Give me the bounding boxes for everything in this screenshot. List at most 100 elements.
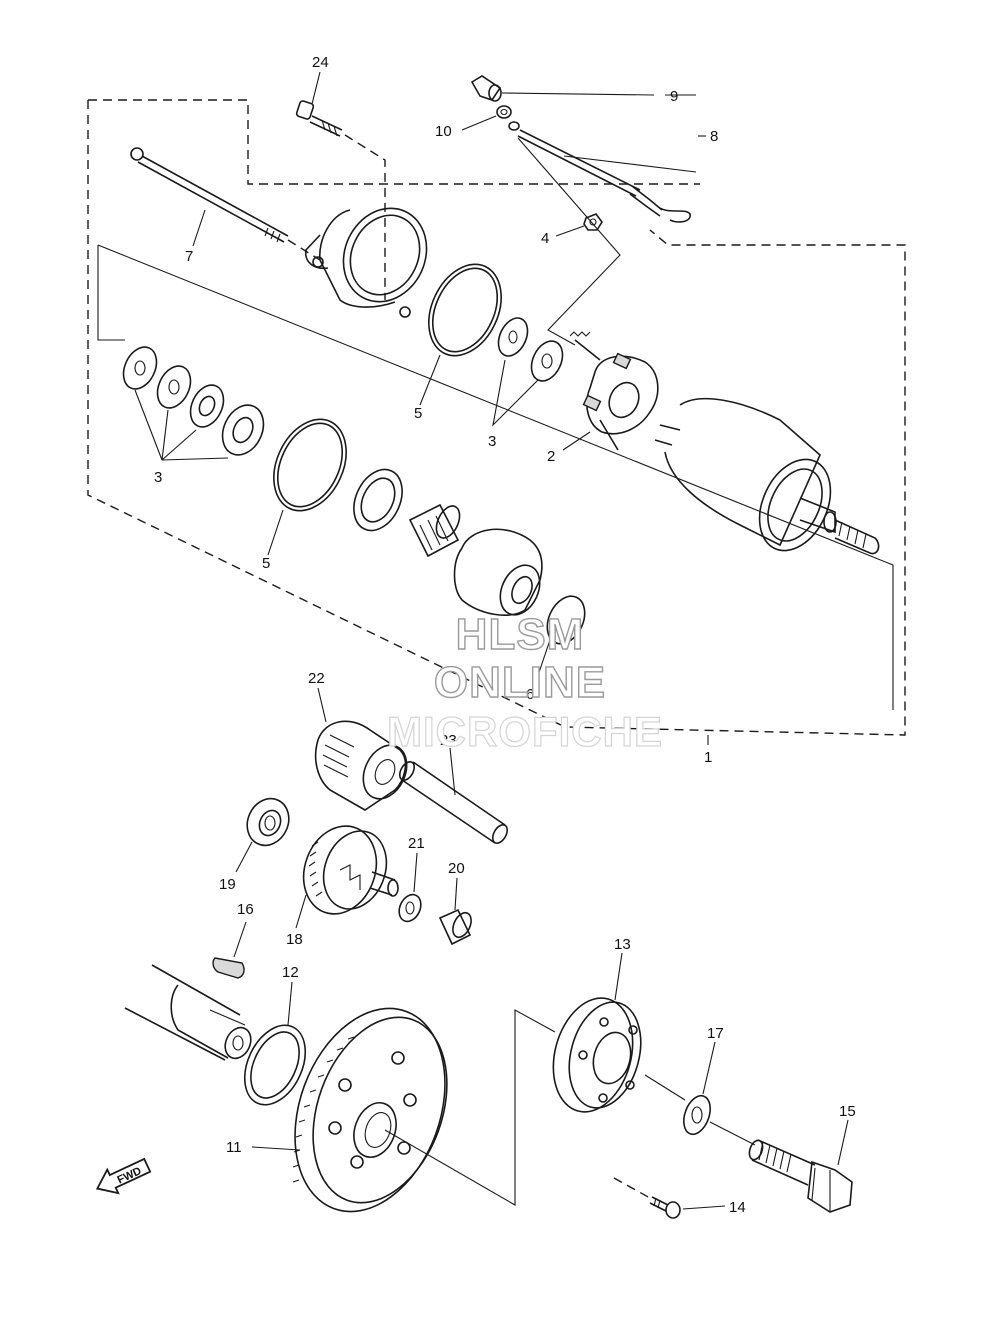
rear-cover <box>304 207 428 318</box>
washer-18 <box>398 893 422 923</box>
leader-12 <box>287 981 293 1026</box>
callout-15: 18 <box>286 931 303 948</box>
callout-1: 1 <box>704 749 712 766</box>
callout-18: 21 <box>408 835 425 852</box>
callout-9: 9 <box>670 88 678 105</box>
fitting-9 <box>470 75 502 102</box>
leader-19 <box>317 687 327 723</box>
screw-14 <box>649 1196 681 1219</box>
front-cover <box>453 528 543 616</box>
leader-9 <box>501 92 655 96</box>
leader-13 <box>614 952 623 1001</box>
callout-11: 11 <box>226 1139 242 1156</box>
fwd-arrow-icon: FWD <box>95 1157 152 1195</box>
callout-5-upper: 5 <box>414 405 422 422</box>
washer-axis <box>709 1121 756 1146</box>
starter-outline-solid-2 <box>97 244 894 710</box>
o-ring-5-lower <box>273 418 347 512</box>
nut-10 <box>496 105 512 119</box>
o-ring-6 <box>546 595 586 645</box>
clutch-gear-15 <box>302 825 399 915</box>
leader-24 <box>311 71 321 105</box>
bolt-7-path <box>287 239 321 261</box>
callout-17: 20 <box>448 860 465 877</box>
leader-8b <box>563 155 697 173</box>
watermark-line-2: ONLINE <box>433 657 607 707</box>
o-ring-5-upper <box>428 263 502 357</box>
through-bolt-7 <box>130 147 289 243</box>
callout-19: 22 <box>308 670 325 687</box>
leader-14 <box>682 1205 726 1210</box>
callout-5-lower: 5 <box>262 555 270 572</box>
callout-14: 14 <box>729 1199 746 1216</box>
leader-15 <box>295 894 307 929</box>
one-way-clutch-13 <box>552 997 642 1113</box>
callout-6: 6 <box>526 686 534 703</box>
leader-23 <box>837 1119 849 1166</box>
callout-23: 15 <box>839 1103 856 1120</box>
starter-motor-body <box>654 397 880 555</box>
leader-2 <box>562 431 591 451</box>
needle-bearing <box>408 503 461 558</box>
callout-22: 17 <box>707 1025 724 1042</box>
oil-seal <box>353 468 403 532</box>
callout-7: 7 <box>185 248 193 265</box>
washers-3-left <box>122 346 265 456</box>
callout-13: 13 <box>614 936 631 953</box>
callout-8: 8 <box>710 128 718 145</box>
bolt-23 <box>748 1139 853 1213</box>
assembly-outline-dashed <box>88 99 700 185</box>
terminal-lead-8 <box>508 121 691 223</box>
callout-3-right: 3 <box>488 433 496 450</box>
leader-18 <box>413 852 418 893</box>
leader-6 <box>532 639 551 691</box>
watermark-line-1: HLSM <box>455 609 585 659</box>
callout-4: 4 <box>541 230 549 247</box>
ring-gear-axis <box>384 1009 556 1206</box>
bearing-16 <box>246 797 290 847</box>
leader-21 <box>233 921 247 958</box>
ring-gear-11 <box>292 1007 448 1213</box>
clutch-axis <box>644 1074 686 1101</box>
callout-10: 10 <box>435 123 452 140</box>
screw-14-path <box>613 1177 651 1199</box>
leader-22 <box>702 1041 716 1095</box>
brush-holder-2 <box>569 331 659 451</box>
leader-3-left-a <box>134 389 169 461</box>
key-21 <box>212 957 245 979</box>
leader-17 <box>454 877 458 911</box>
callout-20: 23 <box>440 732 457 749</box>
leader-4 <box>555 225 585 237</box>
callout-12: 12 <box>282 964 299 981</box>
leader-16 <box>235 841 253 873</box>
callout-16: 19 <box>219 876 236 893</box>
washer-22 <box>683 1094 711 1136</box>
leader-3-right <box>492 359 539 427</box>
shaft-20 <box>398 761 509 844</box>
washer-12 <box>243 1024 307 1106</box>
leader-5-upper <box>419 354 441 406</box>
starter-outline-solid <box>97 245 125 341</box>
washers-3-right <box>497 317 564 382</box>
leader-7 <box>192 209 206 247</box>
leader-20 <box>449 747 456 796</box>
bolt-24-path <box>344 134 386 300</box>
leader-5-lower <box>267 509 284 556</box>
leader-3-left-b <box>161 429 197 461</box>
leader-10 <box>461 115 497 131</box>
callout-3-left: 3 <box>154 469 162 486</box>
nut-4 <box>583 213 603 231</box>
leader-11 <box>251 1146 301 1151</box>
callout-numbers: 24 9 10 8 4 7 5 3 2 3 5 6 1 22 23 21 20 … <box>154 54 856 1216</box>
crankshaft-end <box>124 964 252 1061</box>
assembly-outline-dashed-left <box>87 100 906 736</box>
callout-2: 2 <box>547 448 555 465</box>
leader-3-left-c <box>161 457 229 461</box>
bearing-17 <box>438 908 472 946</box>
watermark-line-3: MICROFICHE <box>386 707 663 755</box>
callout-24: 24 <box>312 54 329 71</box>
callout-21: 16 <box>237 901 254 918</box>
stud-path <box>517 137 621 346</box>
